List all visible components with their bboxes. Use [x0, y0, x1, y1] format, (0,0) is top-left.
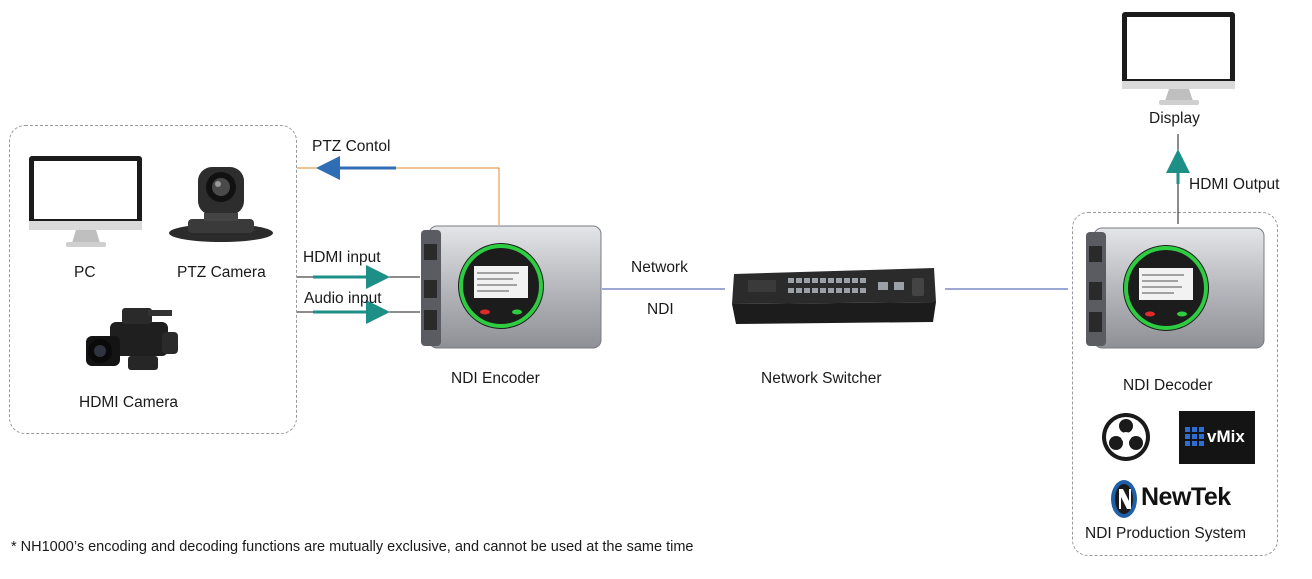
ptz-camera-icon [169, 167, 273, 242]
source-devices-group [9, 125, 297, 434]
footnote: * NH1000’s encoding and decoding functio… [11, 539, 694, 555]
hdmi-output-label: HDMI Output [1189, 176, 1280, 193]
display-monitor-icon [1122, 12, 1235, 105]
switcher-label: Network Switcher [761, 370, 882, 387]
ndi-device-icon [421, 225, 602, 349]
ptz-control-label: PTZ Contol [312, 138, 391, 155]
video-camera-icon [86, 308, 178, 370]
display-label: Display [1149, 110, 1200, 127]
network-label: Network [631, 259, 688, 276]
newtek-logo-text: NewTek [1141, 483, 1231, 511]
ptz-camera-label: PTZ Camera [177, 264, 266, 281]
production-system-label: NDI Production System [1085, 525, 1247, 542]
vmix-logo-icon: vMix [1179, 411, 1255, 464]
decoder-label: NDI Decoder [1123, 377, 1213, 394]
encoder-label: NDI Encoder [451, 370, 540, 387]
network-switch-icon [732, 268, 936, 324]
obs-logo-icon [1102, 413, 1150, 461]
audio-input-label: Audio input [304, 290, 382, 307]
hdmi-camera-label: HDMI Camera [79, 394, 179, 411]
vmix-logo-text: vMix [1207, 427, 1245, 446]
monitor-icon [29, 156, 142, 247]
hdmi-input-label: HDMI input [303, 249, 381, 266]
decoder-group [1072, 212, 1278, 556]
ndi-decoder-device-icon [1086, 227, 1265, 349]
ptz-control-line [297, 167, 500, 225]
pc-label: PC [74, 264, 96, 281]
newtek-logo-icon [1111, 480, 1137, 518]
ndi-label: NDI [647, 301, 674, 318]
